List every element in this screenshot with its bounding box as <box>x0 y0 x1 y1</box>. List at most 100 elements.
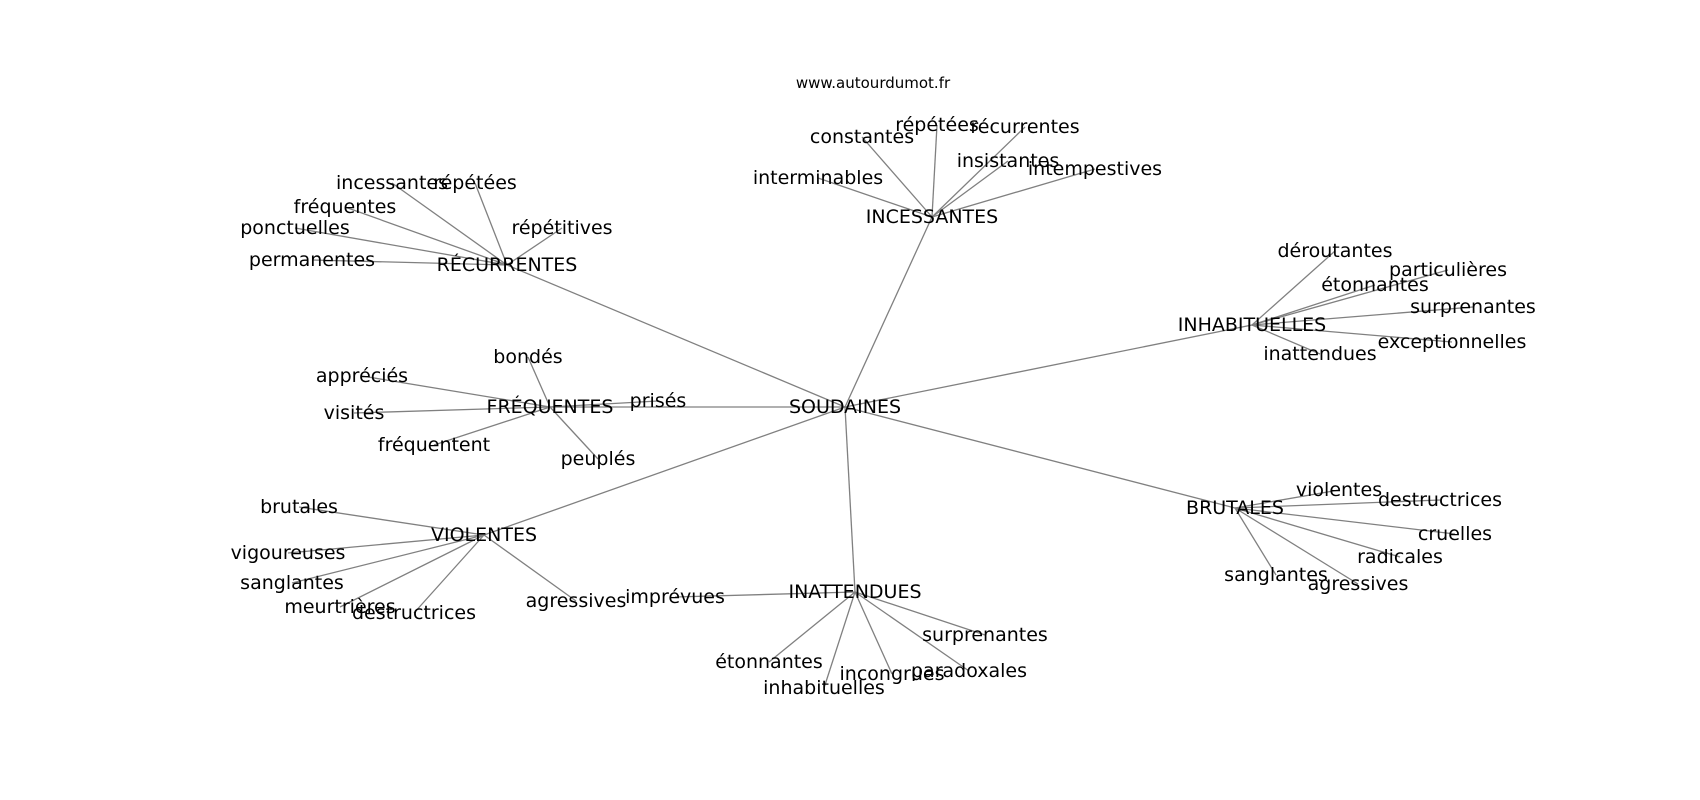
edge-inattendues-4 <box>854 591 970 672</box>
edge-inattendues-0 <box>674 591 856 598</box>
hub-node-label[interactable]: RÉCURRENTES <box>437 253 578 276</box>
edge-brutales-3 <box>1234 507 1401 558</box>
edge-inattendues-3 <box>854 591 893 675</box>
leaf-node-label[interactable]: interminables <box>753 167 883 189</box>
edge-inattendues-1 <box>768 591 856 663</box>
edge-center-brutales <box>844 406 1236 509</box>
edge-incessantes-3 <box>817 177 933 218</box>
leaf-node-label[interactable]: étonnantes <box>715 651 823 673</box>
edge-frequentes-3 <box>433 406 551 446</box>
leaf-node-label[interactable]: cruelles <box>1418 523 1492 545</box>
hub-node-label[interactable]: INHABITUELLES <box>1178 314 1327 336</box>
edge-inhabituelles-3 <box>1251 306 1474 326</box>
graph-labels: www.autourdumot.fr SOUDAINES RÉCURRENTES i… <box>231 74 1536 699</box>
leaf-node-label[interactable]: récurrentes <box>970 116 1079 138</box>
edge-inhabituelles-5 <box>1251 324 1321 355</box>
hub-node-label[interactable]: FRÉQUENTES <box>487 395 614 418</box>
edge-center-violentes <box>483 406 846 536</box>
leaf-node-label[interactable]: permanentes <box>249 249 375 271</box>
leaf-node-label[interactable]: fréquentes <box>294 196 397 218</box>
edge-recurrentes-1 <box>474 182 508 266</box>
edge-violentes-2 <box>291 534 485 584</box>
leaf-node-label[interactable]: répétées <box>895 114 979 136</box>
leaf-node-label[interactable]: fréquentent <box>378 434 490 456</box>
leaf-node-label[interactable]: vigoureuses <box>231 542 346 564</box>
leaf-node-label[interactable]: intempestives <box>1028 158 1162 180</box>
edge-brutales-5 <box>1234 507 1359 585</box>
leaf-node-label[interactable]: destructrices <box>352 602 476 624</box>
edge-incessantes-1 <box>931 124 938 218</box>
edge-violentes-5 <box>483 534 577 602</box>
edge-center-inhabituelles <box>844 324 1253 408</box>
hub-node-label[interactable]: VIOLENTES <box>431 524 537 546</box>
edge-brutales-1 <box>1234 499 1441 509</box>
edge-inhabituelles-2 <box>1251 284 1376 326</box>
leaf-node-label[interactable]: violentes <box>1296 479 1382 501</box>
edge-violentes-1 <box>287 534 485 554</box>
edge-brutales-2 <box>1234 507 1456 535</box>
edge-violentes-0 <box>298 506 485 536</box>
edge-incessantes-4 <box>931 160 1009 218</box>
leaf-node-label[interactable]: prisés <box>630 390 687 412</box>
leaf-node-label[interactable]: meurtrières <box>284 596 395 618</box>
leaf-node-label[interactable]: constantes <box>810 126 914 148</box>
edge-frequentes-2 <box>353 406 551 414</box>
leaf-node-label[interactable]: surprenantes <box>922 624 1048 646</box>
edge-center-incessantes <box>844 216 933 408</box>
leaf-node-label[interactable]: destructrices <box>1378 489 1502 511</box>
leaf-node-label[interactable]: incongrues <box>840 663 945 685</box>
edge-brutales-4 <box>1234 507 1277 576</box>
edge-recurrentes-4 <box>506 227 563 266</box>
edge-recurrentes-0 <box>391 182 508 266</box>
leaf-node-label[interactable]: appréciés <box>316 365 408 387</box>
edge-recurrentes-3 <box>294 227 508 266</box>
edge-violentes-3 <box>339 534 485 608</box>
leaf-node-label[interactable]: inattendues <box>1263 343 1376 365</box>
edge-inattendues-5 <box>854 591 986 636</box>
leaf-node-label[interactable]: répétées <box>433 172 517 194</box>
leaf-node-label[interactable]: déroutantes <box>1278 240 1393 262</box>
leaf-node-label[interactable]: étonnantes <box>1321 274 1429 296</box>
leaf-node-label[interactable]: incessantes <box>336 172 448 194</box>
edge-inhabituelles-0 <box>1251 250 1336 326</box>
hub-node-label[interactable]: INCESSANTES <box>866 206 998 228</box>
source-watermark: www.autourdumot.fr <box>796 74 951 92</box>
edge-recurrentes-2 <box>344 206 508 266</box>
leaf-node-label[interactable]: brutales <box>260 496 338 518</box>
edge-center-inattendues <box>844 406 856 593</box>
edge-incessantes-5 <box>931 168 1096 218</box>
leaf-node-label[interactable]: sanglantes <box>1224 564 1328 586</box>
graph-edges <box>287 124 1474 689</box>
hub-node-label[interactable]: INATTENDUES <box>788 581 921 603</box>
edge-brutales-0 <box>1234 489 1340 509</box>
edge-frequentes-0 <box>527 356 551 408</box>
center-node-label[interactable]: SOUDAINES <box>789 396 901 418</box>
edge-incessantes-0 <box>861 136 933 218</box>
leaf-node-label[interactable]: ponctuelles <box>240 217 350 239</box>
leaf-node-label[interactable]: sanglantes <box>240 572 344 594</box>
hub-node-label[interactable]: BRUTALES <box>1186 497 1284 519</box>
edge-frequentes-4 <box>549 400 659 408</box>
leaf-node-label[interactable]: agressives <box>526 590 627 612</box>
leaf-node-label[interactable]: agressives <box>1308 573 1409 595</box>
edge-violentes-4 <box>413 534 485 614</box>
edge-frequentes-1 <box>361 375 551 408</box>
leaf-node-label[interactable]: visités <box>324 402 385 424</box>
leaf-node-label[interactable]: particulières <box>1389 259 1507 281</box>
leaf-node-label[interactable]: surprenantes <box>1410 296 1536 318</box>
leaf-node-label[interactable]: répétitives <box>511 217 612 239</box>
leaf-node-label[interactable]: bondés <box>493 346 562 368</box>
edge-inhabituelles-1 <box>1251 269 1449 326</box>
edge-inattendues-2 <box>823 591 856 689</box>
leaf-node-label[interactable]: inhabituelles <box>763 677 885 699</box>
leaf-node-label[interactable]: paradoxales <box>911 660 1027 682</box>
leaf-node-label[interactable]: insistantes <box>957 150 1060 172</box>
leaf-node-label[interactable]: exceptionnelles <box>1378 331 1527 353</box>
edge-center-recurrentes <box>506 264 846 408</box>
edge-inhabituelles-4 <box>1251 324 1453 343</box>
leaf-node-label[interactable]: imprévues <box>625 586 725 608</box>
leaf-node-label[interactable]: peuplés <box>561 448 636 470</box>
edge-recurrentes-5 <box>311 259 508 266</box>
leaf-node-label[interactable]: radicales <box>1357 546 1443 568</box>
